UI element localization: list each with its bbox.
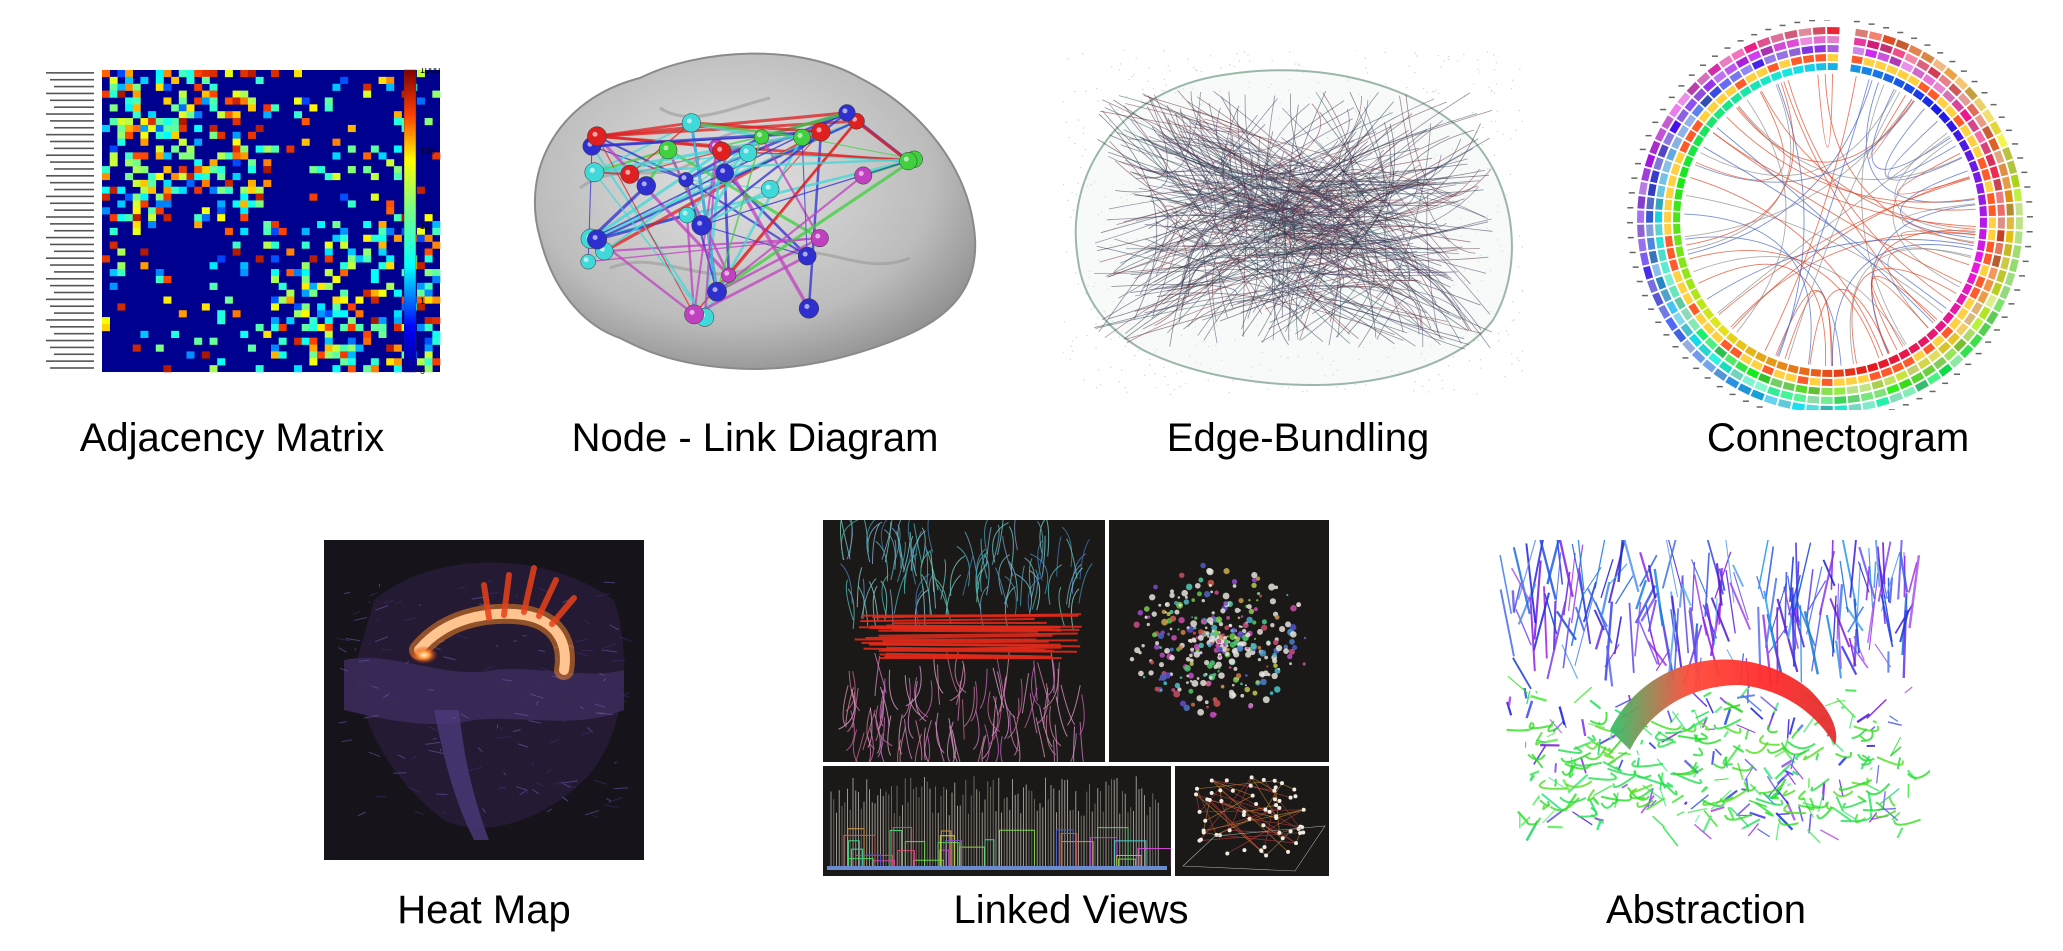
connectogram-chords [1684, 74, 1976, 366]
heat-map-panel [324, 540, 644, 860]
linked-view-dendrogram [823, 766, 1171, 876]
node-link-panel [520, 38, 980, 378]
adjacency-matrix-image [46, 70, 441, 373]
caption-adjacency-matrix: Adjacency Matrix [79, 416, 385, 460]
colorbar-gradient [404, 69, 417, 373]
matrix-row-labels [46, 72, 94, 369]
node-link-nodes [580, 104, 923, 327]
colorbar-tick-1: 100 [420, 146, 436, 156]
abstraction-corpus-callosum [1610, 659, 1837, 750]
caption-heat-map: Heat Map [397, 888, 571, 932]
linked-view-network-3d [1175, 766, 1329, 876]
caption-linked-views: Linked Views [953, 888, 1189, 932]
node-link-edges [587, 111, 916, 318]
caption-node-link-diagram: Node - Link Diagram [571, 416, 939, 460]
caption-connectogram: Connectogram [1706, 416, 1970, 460]
caption-edge-bundling: Edge-Bundling [1166, 416, 1430, 460]
colorbar-tick-4: 0 [420, 366, 426, 376]
colorbar-tick-3: 1 [420, 296, 426, 306]
linked-view-scatter-cloud [1109, 520, 1329, 762]
node-link-image [533, 52, 977, 370]
abstraction-fibers [1499, 540, 1930, 847]
connectogram-rings [1627, 20, 2033, 410]
connectogram-panel [1620, 20, 2040, 410]
edge-bundling-panel [1063, 50, 1523, 395]
adjacency-matrix-panel [40, 62, 450, 380]
matrix-colorbar: 1000 100 10 1 0 [404, 68, 452, 378]
colorbar-tick-2: 10 [420, 221, 431, 231]
edge-bundling-curves [1094, 90, 1493, 350]
matrix-cells [102, 70, 441, 373]
edge-bundling-image [1063, 50, 1523, 395]
heat-map-image [336, 562, 632, 840]
colorbar-tick-0: 1000 [420, 68, 441, 75]
connectogram-image [1627, 20, 2033, 410]
caption-abstraction: Abstraction [1605, 888, 1807, 932]
linked-view-tractography [823, 520, 1105, 762]
abstraction-image [1499, 540, 1930, 847]
linked-views-panel [823, 520, 1329, 876]
abstraction-panel [1490, 540, 1930, 850]
